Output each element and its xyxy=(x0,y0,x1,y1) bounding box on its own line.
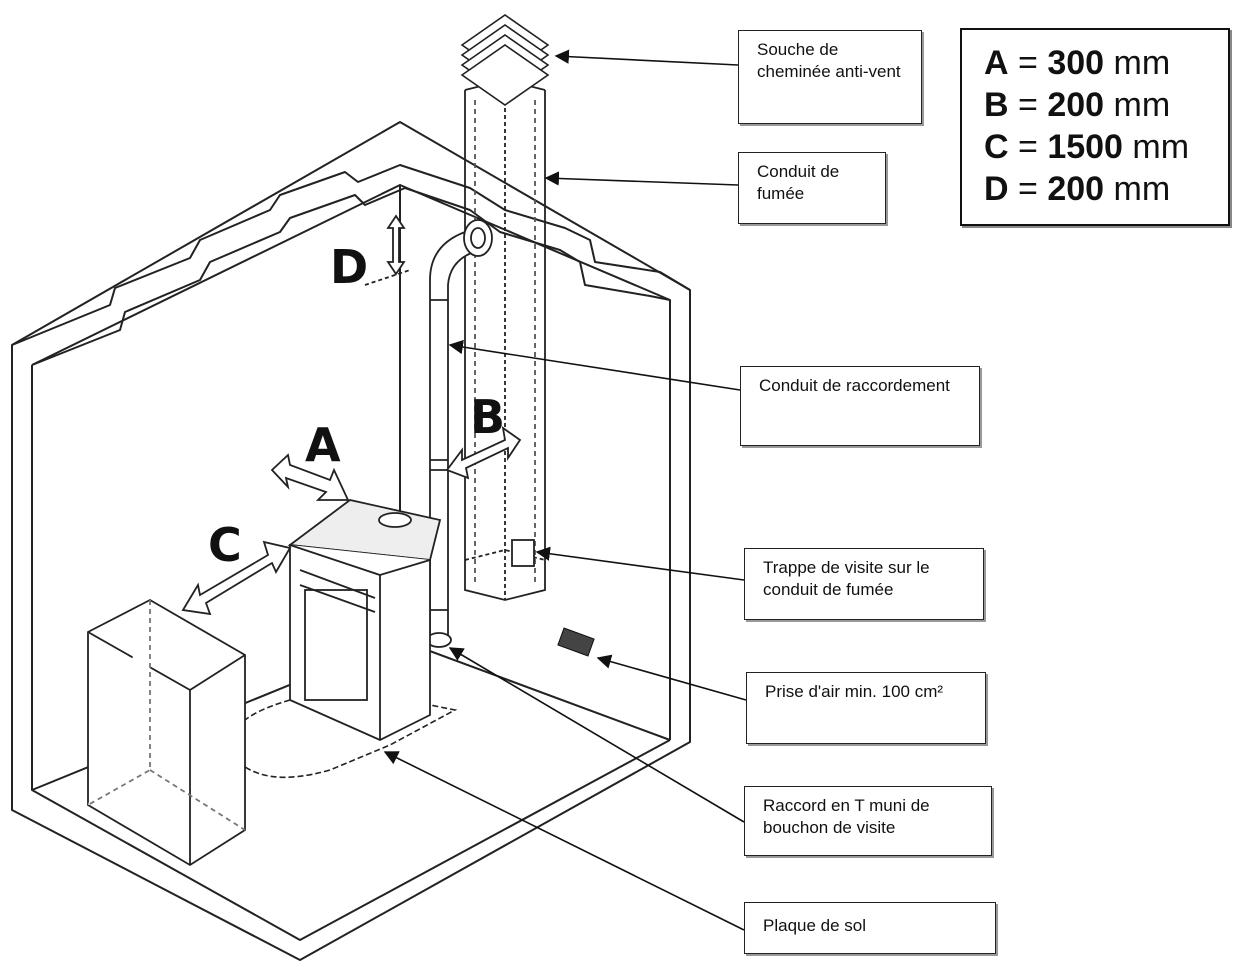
legend-unit-c: mm xyxy=(1132,128,1190,166)
legend-eq-a: = xyxy=(1018,44,1038,82)
legend-letter-b: B xyxy=(984,86,1009,124)
legend-value-c: 1500 xyxy=(1047,128,1123,166)
legend-value-b: 200 xyxy=(1047,86,1105,124)
leader-air-intake xyxy=(596,654,747,701)
legend-row-c: C = 1500 mm xyxy=(984,126,1228,168)
leader-connecting-pipe xyxy=(448,339,741,391)
legend-eq-d: = xyxy=(1018,170,1038,208)
leader-chimney-cap xyxy=(554,49,739,66)
chimney-cap-shape xyxy=(460,14,550,106)
legend-value-a: 300 xyxy=(1047,44,1105,82)
arrow-c xyxy=(181,540,292,616)
legend-row-b: B = 200 mm xyxy=(984,84,1228,126)
dim-letter-d: D xyxy=(330,240,369,294)
dim-letter-a: A xyxy=(305,418,341,472)
cabinet-shape xyxy=(87,598,246,867)
legend-row-a: A = 300 mm xyxy=(984,42,1228,84)
label-connecting-pipe: Conduit de raccordement xyxy=(740,366,980,446)
dim-letter-b: B xyxy=(470,390,506,444)
leader-t-connector xyxy=(448,647,745,823)
legend-eq-b: = xyxy=(1018,86,1038,124)
legend-eq-c: = xyxy=(1018,128,1038,166)
legend-unit-a: mm xyxy=(1113,44,1171,82)
leader-flue-duct xyxy=(544,171,739,186)
legend-letter-c: C xyxy=(984,128,1009,166)
label-inspection-hatch: Trappe de visite sur le conduit de fumée xyxy=(744,548,984,620)
label-t-connector: Raccord en T muni de bouchon de visite xyxy=(744,786,992,856)
ceiling-cornice xyxy=(31,187,671,366)
leader-floor-plate xyxy=(383,751,745,931)
legend-unit-b: mm xyxy=(1113,86,1171,124)
label-chimney-cap: Souche de cheminée anti-vent xyxy=(738,30,922,124)
leader-inspection-hatch xyxy=(535,546,745,581)
dim-letter-c: C xyxy=(208,518,242,572)
label-flue-duct: Conduit de fumée xyxy=(738,152,886,224)
arrow-b xyxy=(445,426,522,480)
stove-shape xyxy=(287,499,442,741)
air-intake-grille xyxy=(557,627,595,657)
legend-letter-a: A xyxy=(984,44,1009,82)
legend-letter-d: D xyxy=(984,170,1009,208)
legend-value-d: 200 xyxy=(1047,170,1105,208)
label-floor-plate: Plaque de sol xyxy=(744,902,996,954)
legend-unit-d: mm xyxy=(1113,170,1171,208)
inspection-hatch-shape xyxy=(511,539,535,567)
label-air-intake: Prise d'air min. 100 cm² xyxy=(746,672,986,744)
legend-row-d: D = 200 mm xyxy=(984,168,1228,210)
arrow-a xyxy=(270,453,350,501)
arrow-d xyxy=(386,214,406,276)
dimension-legend: A = 300 mm B = 200 mm C = 1500 mm D = 20… xyxy=(960,28,1230,226)
